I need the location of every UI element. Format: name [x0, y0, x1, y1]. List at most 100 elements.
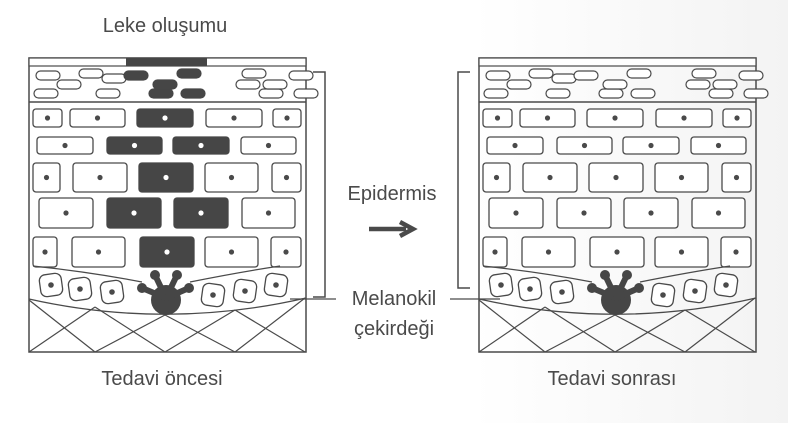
- cell-nucleus: [231, 115, 237, 121]
- dermis-line: [164, 314, 236, 353]
- cell-nucleus: [547, 174, 553, 181]
- corneum-cell: [258, 88, 284, 99]
- corneum-cell: [551, 73, 577, 84]
- cell-nucleus: [544, 115, 551, 121]
- dermis-line: [684, 297, 756, 353]
- cell-nucleus: [492, 249, 498, 255]
- cell-nucleus: [678, 174, 685, 181]
- corneum-cell: [483, 88, 509, 99]
- corneum-cell: [148, 88, 174, 99]
- corneum-cell: [262, 79, 288, 90]
- cell-nucleus: [62, 142, 68, 149]
- corneum-cell: [241, 68, 267, 79]
- cell-nucleus: [723, 282, 729, 288]
- cell-nucleus: [77, 286, 83, 292]
- corneum-cell: [573, 70, 599, 81]
- cell-nucleus: [162, 115, 168, 121]
- title-before: Leke oluşumu: [102, 15, 228, 37]
- cell-nucleus: [94, 115, 101, 121]
- corneum-cell: [743, 88, 769, 99]
- epidermis-bracket-right: [457, 71, 470, 289]
- cell-nucleus: [95, 249, 102, 255]
- cell-nucleus: [63, 210, 69, 216]
- cell-nucleus: [614, 249, 620, 255]
- corneum-cell: [101, 73, 127, 84]
- cell-nucleus: [164, 249, 170, 255]
- cell-nucleus: [283, 249, 289, 255]
- corneum-cell: [56, 79, 82, 90]
- corneum-cell: [176, 68, 202, 79]
- cell-nucleus: [198, 142, 204, 149]
- basal-line: [639, 265, 731, 283]
- cell-nucleus: [97, 174, 103, 181]
- caption-before: Tedavi öncesi: [101, 368, 223, 390]
- cell-nucleus: [494, 115, 501, 121]
- cell-nucleus: [734, 115, 740, 121]
- dendrite-tip: [150, 270, 160, 280]
- dermis-line: [478, 306, 546, 353]
- corneum-cell: [33, 88, 59, 99]
- melanocyte: [137, 270, 194, 315]
- dermis-line: [28, 299, 96, 353]
- cell-nucleus: [692, 288, 698, 294]
- melanocyte-label-line2: çekirdeği: [353, 318, 435, 340]
- dermis-line: [28, 306, 96, 353]
- dermis-line: [684, 309, 756, 353]
- corneum-cell: [738, 70, 764, 81]
- cell-nucleus: [581, 210, 587, 216]
- corneum-cell: [235, 79, 261, 90]
- epidermis-bracket-left: [313, 71, 326, 298]
- corneum-cell: [123, 70, 149, 81]
- cell-nucleus: [512, 142, 518, 149]
- corneum-cell: [35, 70, 61, 81]
- cell-nucleus: [715, 210, 722, 216]
- corneum-cell: [545, 88, 571, 99]
- cell-nucleus: [265, 210, 272, 216]
- melanocyte-label-line1: Melanokil: [351, 288, 437, 310]
- dermis-line: [544, 314, 616, 353]
- dermis-line: [94, 306, 166, 353]
- basal-line: [32, 265, 143, 283]
- cell-nucleus: [715, 142, 722, 149]
- cell-nucleus: [228, 249, 235, 255]
- corneum-cell: [152, 79, 178, 90]
- epidermis-label: Epidermis: [347, 183, 437, 205]
- cell-nucleus: [43, 174, 50, 181]
- cell-nucleus: [131, 142, 138, 149]
- dermis-pattern: [28, 297, 306, 353]
- dermis-line: [234, 297, 306, 353]
- dermis-line: [164, 309, 236, 353]
- melanocyte: [587, 270, 644, 315]
- skin-panel-before: [28, 57, 319, 353]
- skin-panel-after: [478, 57, 769, 353]
- dendrite-tip: [634, 283, 644, 293]
- cell-nucleus: [513, 210, 519, 216]
- cell-nucleus: [545, 249, 552, 255]
- surface-layer: [478, 57, 757, 67]
- cell-nucleus: [273, 282, 279, 288]
- corneum-cell: [78, 68, 104, 79]
- dendrite-tip: [184, 283, 194, 293]
- corneum-cell: [685, 79, 711, 90]
- dermis-line: [544, 306, 616, 353]
- corneum-cell: [293, 88, 319, 99]
- dermis-line: [94, 314, 166, 353]
- corneum-cell: [485, 70, 511, 81]
- dendrite-tip: [622, 270, 632, 280]
- caption-after: Tedavi sonrası: [547, 368, 677, 390]
- dermis-line: [614, 309, 686, 353]
- cell-nucleus: [228, 174, 235, 181]
- cell-nucleus: [660, 292, 666, 298]
- corneum-cell: [630, 88, 656, 99]
- corneum-cell: [95, 88, 121, 99]
- cell-nucleus: [265, 142, 272, 149]
- cell-nucleus: [42, 249, 48, 255]
- dermis-pattern: [478, 297, 756, 353]
- arrow-head-icon: [398, 220, 418, 238]
- dermis-line: [234, 309, 306, 353]
- cell-nucleus: [612, 115, 618, 121]
- cell-nucleus: [44, 115, 51, 121]
- cell-nucleus: [733, 174, 740, 181]
- basal-line: [482, 265, 593, 283]
- corneum-cell: [506, 79, 532, 90]
